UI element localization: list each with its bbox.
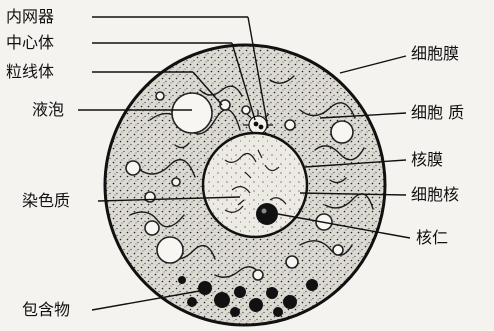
label-vacuole: 液泡 — [32, 101, 64, 119]
label-cytoplasm: 细胞 质 — [411, 104, 464, 122]
label-chromatin: 染色质 — [22, 192, 70, 210]
label-mitochondria: 粒线体 — [6, 63, 54, 81]
label-ribosome: 内网器 — [6, 8, 54, 26]
leader-cell-membrane — [340, 56, 406, 73]
label-nucleolus: 核仁 — [416, 229, 448, 247]
label-nucleus: 细胞核 — [411, 186, 459, 204]
label-inclusion: 包含物 — [22, 301, 70, 319]
vacuole-large — [172, 93, 212, 133]
label-cell-membrane: 细胞膜 — [411, 45, 459, 63]
label-centrosome: 中心体 — [6, 34, 54, 52]
label-nuclear-membrane: 核膜 — [411, 151, 443, 169]
nucleolus — [256, 203, 278, 225]
nuclear-membrane — [203, 133, 307, 237]
